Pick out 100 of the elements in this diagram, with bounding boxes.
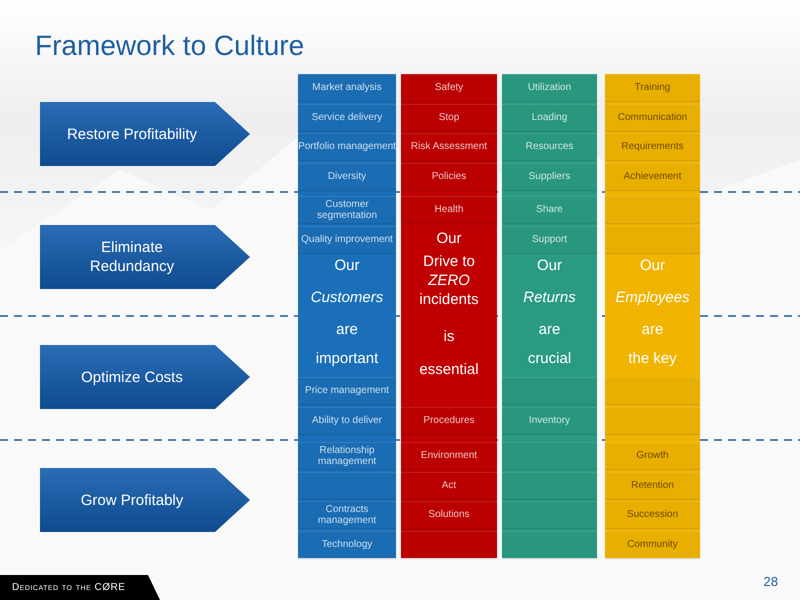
topic-tile bbox=[502, 74, 597, 101]
topic-tile bbox=[605, 530, 700, 558]
topic-tile bbox=[502, 530, 597, 558]
topic-tile bbox=[298, 104, 396, 130]
topic-text: Act bbox=[442, 480, 456, 490]
arrow-label: Eliminate Redundancy bbox=[88, 238, 176, 276]
topic-tile bbox=[298, 442, 396, 469]
topic-tile bbox=[605, 162, 700, 190]
topic-tile bbox=[298, 133, 396, 160]
topic-tile bbox=[502, 406, 597, 434]
topic-tile bbox=[605, 472, 700, 498]
topic-text: Risk Assessment bbox=[410, 141, 488, 152]
topic-tile bbox=[298, 74, 396, 101]
topic-tile bbox=[502, 377, 597, 404]
topic-text: Succession bbox=[626, 509, 678, 520]
topic-tile bbox=[401, 406, 497, 434]
topic-text: Share bbox=[536, 204, 563, 215]
topic-tile bbox=[502, 501, 597, 528]
topic-tile bbox=[502, 226, 597, 252]
topic-text: Procedures bbox=[423, 414, 475, 426]
column-panel bbox=[401, 74, 497, 558]
topic-text: Ability to deliver bbox=[312, 414, 382, 426]
topic-tile bbox=[605, 442, 700, 469]
topic-tile bbox=[401, 74, 497, 101]
topic-tile bbox=[401, 196, 497, 223]
topic-text: Safety bbox=[434, 82, 464, 93]
topic-text: Loading bbox=[532, 112, 568, 122]
column-panel bbox=[605, 74, 700, 558]
topic-text: Contracts management bbox=[316, 504, 378, 526]
topic-tile bbox=[502, 442, 597, 469]
statement-text: Our bbox=[435, 229, 462, 248]
topic-tile bbox=[401, 472, 497, 498]
topic-tile bbox=[298, 501, 396, 528]
statement-text: important bbox=[314, 349, 380, 368]
slide-title: Framework to Culture bbox=[35, 30, 304, 62]
topic-tile bbox=[298, 530, 396, 558]
topic-text: Growth bbox=[636, 450, 669, 461]
statement-text: Employees bbox=[614, 288, 691, 307]
topic-tile bbox=[298, 472, 396, 498]
statement-text: Our bbox=[536, 256, 563, 275]
topic-tile bbox=[502, 472, 597, 498]
topic-tile bbox=[605, 377, 700, 404]
topic-text: Environment bbox=[420, 450, 478, 461]
topic-text: Requirements bbox=[621, 141, 684, 152]
topic-tile bbox=[502, 196, 597, 223]
topic-text: Solutions bbox=[428, 509, 470, 520]
topic-text: Retention bbox=[631, 480, 674, 490]
topic-tile bbox=[401, 501, 497, 528]
topic-text: Portfolio management bbox=[298, 141, 396, 152]
topic-tile bbox=[298, 196, 396, 223]
statement-text: are bbox=[335, 320, 359, 339]
topic-text: Quality improvement bbox=[301, 234, 393, 244]
arrow-label: Optimize Costs bbox=[80, 368, 184, 386]
topic-tile bbox=[502, 162, 597, 190]
topic-text: Diversity bbox=[328, 170, 366, 182]
topic-text: Community bbox=[627, 538, 678, 550]
topic-tile bbox=[502, 104, 597, 130]
column-panel bbox=[502, 74, 597, 558]
topic-tile bbox=[298, 377, 396, 404]
topic-text: Suppliers bbox=[528, 170, 570, 182]
page-number: 28 bbox=[764, 574, 778, 589]
statement-text: crucial bbox=[526, 349, 572, 368]
tagline-text: Dedicated to the CØRE bbox=[11, 582, 126, 593]
topic-text: Market analysis bbox=[312, 82, 382, 93]
topic-text: Technology bbox=[322, 538, 372, 550]
statement-text: is bbox=[442, 327, 456, 346]
statement-text: essential bbox=[418, 360, 480, 379]
topic-tile bbox=[502, 133, 597, 160]
topic-text: Stop bbox=[438, 112, 460, 122]
topic-text: Relationship management bbox=[316, 444, 378, 466]
topic-tile bbox=[605, 226, 700, 252]
topic-text: Support bbox=[532, 234, 568, 244]
topic-tile bbox=[298, 162, 396, 190]
topic-text: Utilization bbox=[528, 82, 572, 93]
topic-tile bbox=[298, 226, 396, 252]
topic-text: Resources bbox=[526, 141, 574, 152]
topic-tile bbox=[605, 133, 700, 160]
topic-tile bbox=[605, 74, 700, 101]
topic-text: Training bbox=[634, 82, 670, 93]
topic-tile bbox=[605, 196, 700, 223]
topic-text: Health bbox=[434, 204, 464, 215]
topic-tile bbox=[401, 133, 497, 160]
statement-text: the key bbox=[627, 349, 678, 368]
topic-tile bbox=[401, 530, 497, 558]
topic-text: Inventory bbox=[528, 414, 570, 426]
topic-tile bbox=[401, 104, 497, 130]
statement-text: Drive to ZERO incidents bbox=[418, 252, 480, 309]
statement-text: Customers bbox=[310, 288, 384, 307]
topic-text: Achievement bbox=[624, 170, 682, 182]
arrow-label: Restore Profitability bbox=[66, 124, 198, 144]
topic-tile bbox=[298, 406, 396, 434]
topic-text: Service delivery bbox=[312, 112, 382, 122]
statement-text: are bbox=[538, 320, 562, 339]
topic-text: Policies bbox=[432, 170, 466, 182]
topic-text: Communication bbox=[618, 112, 688, 122]
statement-text: are bbox=[640, 320, 664, 339]
topic-tile bbox=[605, 406, 700, 434]
topic-text: Price management bbox=[305, 385, 389, 396]
statement-text: Our bbox=[638, 256, 666, 275]
arrow-label: Grow Profitably bbox=[80, 490, 184, 510]
